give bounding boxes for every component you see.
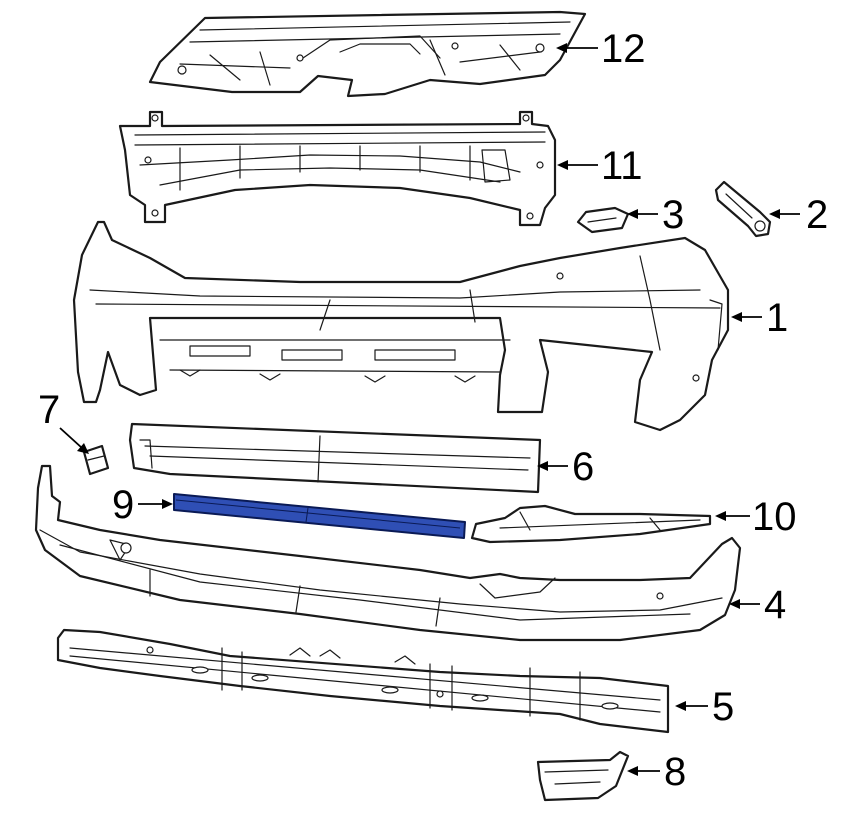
callout-3: 3 (662, 193, 684, 237)
part-6-lower-grille[interactable] (128, 422, 542, 494)
part-9-trim-strip[interactable] (173, 493, 466, 539)
part-10-side-trim[interactable] (470, 504, 712, 544)
leader-5 (675, 701, 708, 711)
leader-2 (769, 209, 800, 219)
leader-11 (557, 160, 598, 170)
part-12-upper-cover[interactable] (148, 10, 587, 98)
callout-6: 6 (572, 445, 594, 489)
callout-11: 11 (601, 144, 643, 188)
part-5-energy-absorber[interactable] (56, 628, 670, 734)
leader-4 (729, 599, 760, 609)
callout-7: 7 (38, 388, 60, 432)
callout-4: 4 (764, 583, 786, 627)
leader-1 (731, 312, 762, 322)
leader-7 (59, 427, 89, 454)
callout-10: 10 (752, 495, 797, 539)
callout-2: 2 (806, 193, 828, 237)
part-7-clip[interactable] (82, 444, 110, 476)
part-4-lower-valance[interactable] (34, 464, 742, 642)
part-2-bracket[interactable] (714, 180, 772, 238)
part-1-bumper-cover[interactable] (72, 220, 730, 432)
leader-3 (627, 209, 658, 219)
leader-10 (715, 511, 750, 521)
leader-9 (138, 499, 173, 509)
part-8-corner-piece[interactable] (536, 750, 630, 802)
part-3-cap[interactable] (576, 206, 630, 234)
part-11-upper-support[interactable] (118, 110, 557, 227)
callout-8: 8 (664, 750, 686, 794)
callout-1: 1 (766, 296, 788, 340)
leader-6 (537, 461, 568, 471)
callout-9: 9 (112, 483, 134, 527)
callout-12: 12 (601, 27, 646, 71)
callout-5: 5 (712, 685, 734, 729)
leader-8 (627, 766, 660, 776)
leader-12 (556, 43, 598, 53)
callout-leaders (59, 43, 800, 776)
callout-numbers: 12 11 3 2 1 7 6 9 10 4 5 8 (38, 27, 828, 794)
